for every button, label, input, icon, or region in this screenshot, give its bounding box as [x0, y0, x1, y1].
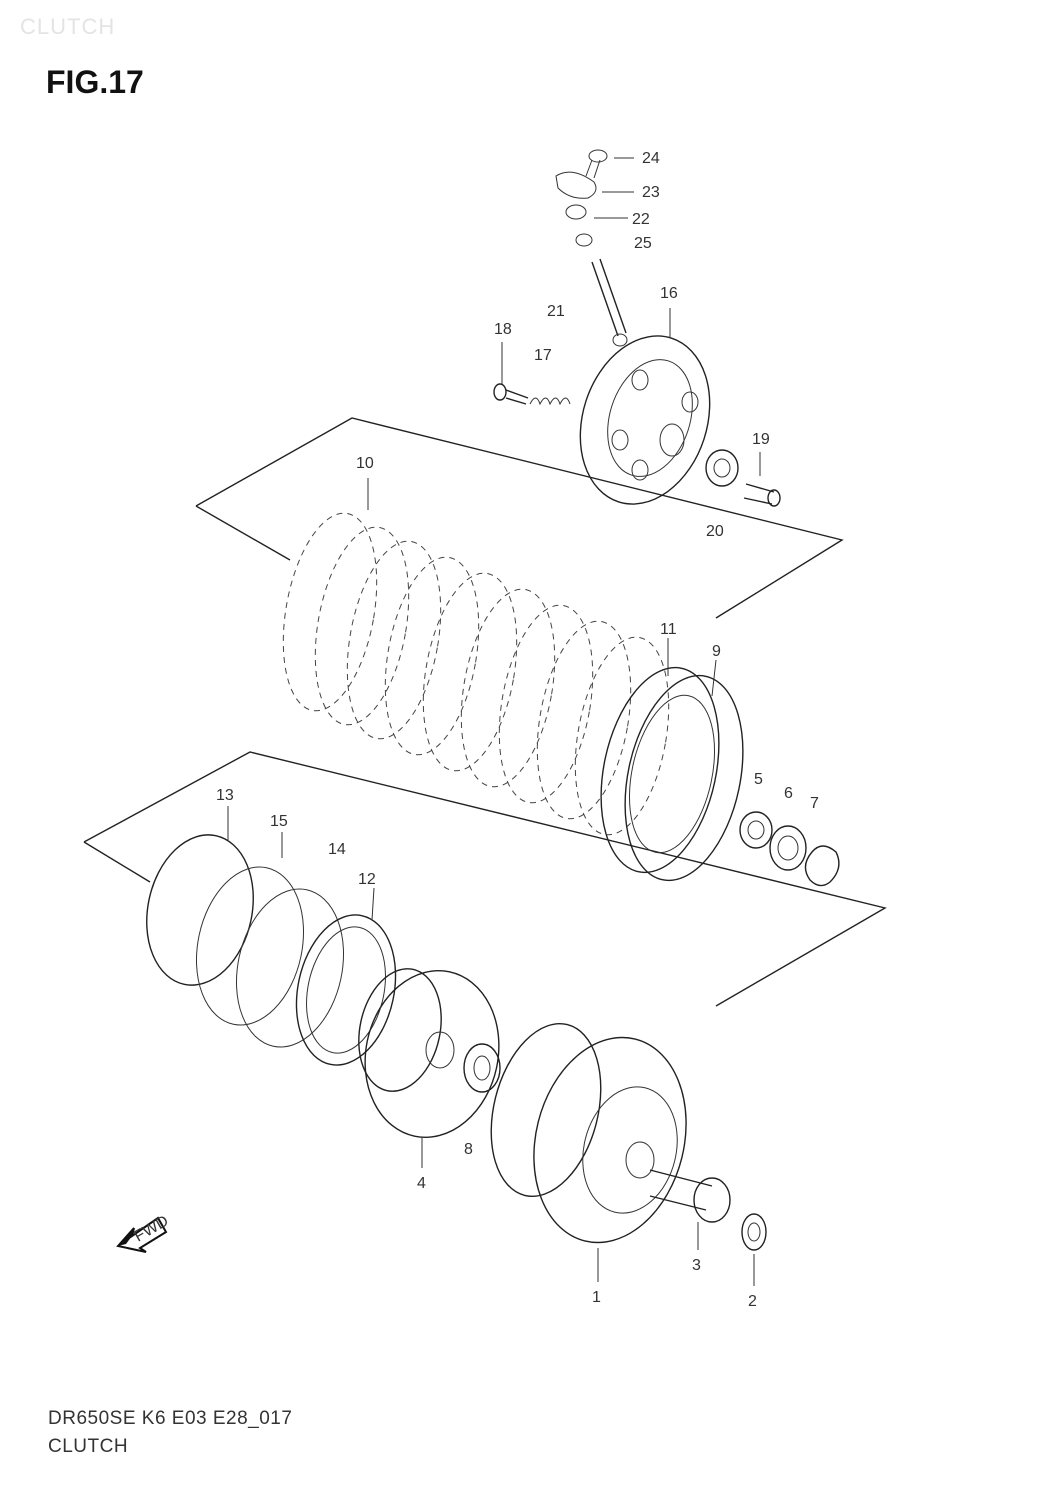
clutch-plate-stack [282, 512, 744, 882]
callout-13: 13 [216, 787, 234, 804]
callout-14: 14 [328, 841, 346, 858]
callout-labels: 1 2 3 4 5 6 7 8 9 10 11 12 13 14 15 16 1… [216, 150, 819, 1310]
callout-25: 25 [634, 235, 652, 252]
callout-18: 18 [494, 321, 512, 338]
callout-19: 19 [752, 431, 770, 448]
washers [739, 811, 840, 887]
callout-15: 15 [270, 813, 288, 830]
clutch-sleeve-hub [358, 968, 501, 1139]
fwd-arrow-icon: FWD [116, 1213, 172, 1253]
callout-16: 16 [660, 285, 678, 302]
callout-6: 6 [784, 785, 793, 802]
plate-group-outline-left [195, 505, 291, 561]
lower-group-outline [83, 751, 887, 1007]
callout-1: 1 [592, 1289, 601, 1306]
callout-8: 8 [464, 1141, 473, 1158]
leader-lines [227, 157, 761, 1286]
plate-group-outline [195, 417, 844, 619]
callout-20: 20 [706, 523, 724, 540]
release-small-parts [555, 149, 608, 247]
callout-4: 4 [417, 1175, 426, 1192]
figure-title: FIG.17 [46, 64, 144, 100]
callout-3: 3 [692, 1257, 701, 1274]
callout-11: 11 [660, 621, 677, 638]
callout-12: 12 [358, 871, 376, 888]
damper-rings [146, 834, 397, 1066]
spacer-and-washer [693, 1177, 767, 1251]
bearing-and-bolt [705, 449, 781, 507]
footer-section-name: CLUTCH [48, 1436, 129, 1457]
callout-23: 23 [642, 184, 660, 201]
callout-17: 17 [534, 347, 552, 364]
clutch-housing [490, 1022, 713, 1244]
callout-9: 9 [712, 643, 721, 660]
callout-7: 7 [810, 795, 819, 812]
callout-10: 10 [356, 455, 374, 472]
release-rod [591, 258, 628, 347]
callout-5: 5 [754, 771, 763, 788]
bolt-and-spring [493, 383, 571, 406]
footer-diagram-code: DR650SE K6 E03 E28_017 [48, 1408, 293, 1429]
callout-2: 2 [748, 1293, 757, 1310]
pressure-plate [579, 335, 711, 505]
callout-24: 24 [642, 150, 660, 167]
lower-group-outline-left [83, 841, 151, 883]
callout-22: 22 [632, 211, 650, 228]
watermark: CLUTCH [20, 14, 116, 39]
callout-21: 21 [547, 303, 565, 320]
